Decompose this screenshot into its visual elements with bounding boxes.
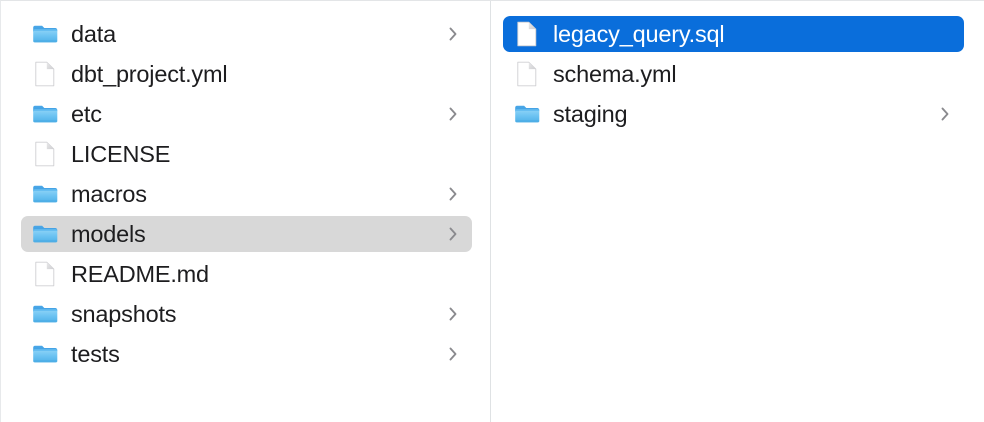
file-row-label: schema.yml [553, 61, 677, 87]
file-row-snapshots[interactable]: snapshots [21, 296, 472, 332]
file-row-label: macros [71, 181, 147, 207]
file-row-dbt-project-yml[interactable]: dbt_project.yml [21, 56, 472, 92]
folder-icon [31, 100, 59, 128]
document-icon [31, 60, 59, 88]
file-row-readme-md[interactable]: README.md [21, 256, 472, 292]
column-models-folder-column: legacy_query.sql schema.yml staging [491, 1, 984, 422]
file-row-macros[interactable]: macros [21, 176, 472, 212]
document-icon [31, 260, 59, 288]
file-row-label: LICENSE [71, 141, 171, 167]
folder-icon [31, 340, 59, 368]
file-row-label: dbt_project.yml [71, 61, 228, 87]
file-row-label: README.md [71, 261, 209, 287]
file-row-schema-yml[interactable]: schema.yml [503, 56, 964, 92]
file-row-label: snapshots [71, 301, 177, 327]
folder-icon [31, 300, 59, 328]
chevron-right-icon[interactable] [938, 104, 952, 124]
chevron-right-icon[interactable] [446, 104, 460, 124]
file-row-license[interactable]: LICENSE [21, 136, 472, 172]
document-icon [513, 20, 541, 48]
file-row-models[interactable]: models [21, 216, 472, 252]
file-row-label: tests [71, 341, 120, 367]
file-row-label: etc [71, 101, 102, 127]
folder-icon [513, 100, 541, 128]
chevron-right-icon[interactable] [446, 24, 460, 44]
file-row-label: legacy_query.sql [553, 21, 725, 47]
chevron-right-icon[interactable] [446, 224, 460, 244]
folder-icon [31, 20, 59, 48]
file-row-label: data [71, 21, 116, 47]
document-icon [31, 140, 59, 168]
file-row-data[interactable]: data [21, 16, 472, 52]
file-row-tests[interactable]: tests [21, 336, 472, 372]
file-row-legacy-query-sql[interactable]: legacy_query.sql [503, 16, 964, 52]
file-row-staging[interactable]: staging [503, 96, 964, 132]
folder-icon [31, 220, 59, 248]
chevron-right-icon[interactable] [446, 344, 460, 364]
file-row-label: models [71, 221, 146, 247]
file-row-etc[interactable]: etc [21, 96, 472, 132]
chevron-right-icon[interactable] [446, 304, 460, 324]
chevron-right-icon[interactable] [446, 184, 460, 204]
document-icon [513, 60, 541, 88]
folder-icon [31, 180, 59, 208]
file-row-label: staging [553, 101, 628, 127]
